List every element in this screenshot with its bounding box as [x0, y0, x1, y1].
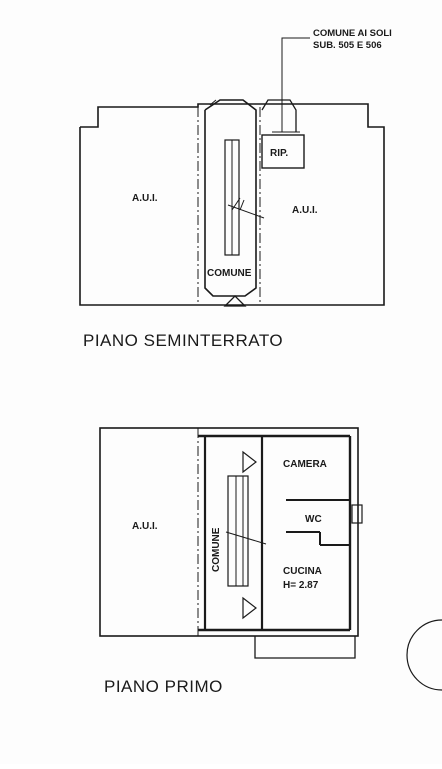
basement-title: PIANO SEMINTERRATO — [83, 331, 283, 350]
first-floor-wc-label: WC — [305, 514, 322, 525]
annotation-leader — [281, 37, 310, 132]
first-floor-plan — [99, 427, 363, 659]
annotation-line-2: SUB. 505 E 506 — [313, 40, 382, 51]
margin-circle-mark — [406, 619, 442, 691]
basement-common-label: COMUNE — [207, 268, 252, 279]
basement-outline — [79, 103, 385, 306]
first-floor-outline — [99, 427, 359, 637]
first-floor-camera-label: CAMERA — [283, 459, 327, 470]
first-floor-kitchen-height-label: H= 2.87 — [283, 580, 319, 591]
first-floor-common-label: COMUNE — [211, 527, 222, 572]
basement-plan — [79, 99, 385, 307]
first-floor-left-unit-label: A.U.I. — [132, 521, 158, 532]
first-floor-title: PIANO PRIMO — [104, 677, 223, 696]
annotation-line-1: COMUNE AI SOLI — [313, 28, 392, 39]
basement-storage-label: RIP. — [270, 148, 288, 159]
basement-left-unit-label: A.U.I. — [132, 193, 158, 204]
first-floor-kitchen-label: CUCINA — [283, 566, 322, 577]
basement-right-unit-label: A.U.I. — [292, 205, 318, 216]
